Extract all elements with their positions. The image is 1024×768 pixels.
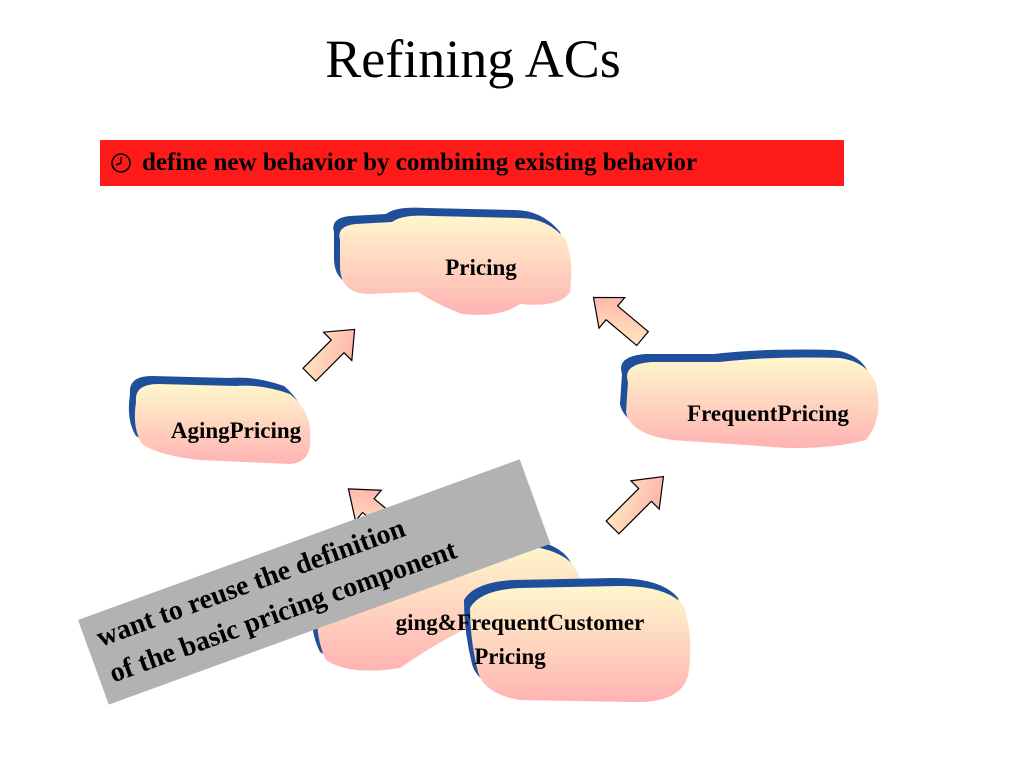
node-aging-pricing: AgingPricing (128, 376, 311, 464)
node-pricing: Pricing (333, 207, 572, 315)
arrow-combined-to-frequent (605, 475, 665, 535)
node-combined-label-line1: ging&FrequentCustomer (396, 610, 645, 635)
node-aging-pricing-label: AgingPricing (171, 418, 302, 443)
clock-icon (111, 153, 131, 173)
banner: define new behavior by combining existin… (100, 140, 844, 186)
banner-text: define new behavior by combining existin… (142, 149, 698, 176)
arrow-frequent-to-pricing (592, 296, 650, 347)
node-frequent-pricing: FrequentPricing (620, 349, 879, 448)
node-pricing-label: Pricing (445, 255, 517, 280)
arrow-aging-to-pricing (302, 328, 356, 382)
node-frequent-pricing-label: FrequentPricing (687, 401, 849, 426)
page-title: Refining ACs (325, 29, 621, 89)
node-combined-label-line2: Pricing (474, 644, 546, 669)
